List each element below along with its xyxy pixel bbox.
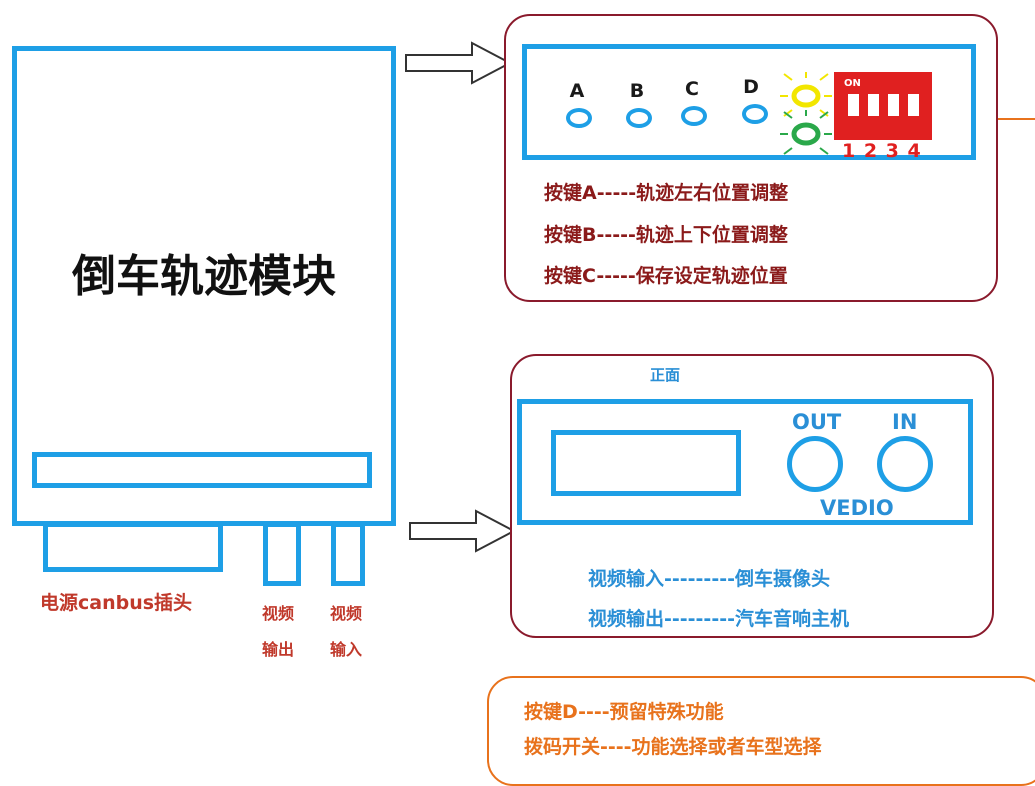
in-jack[interactable]: [877, 436, 933, 492]
notes-panel: [487, 676, 1035, 786]
arrow-top-icon: [405, 41, 513, 85]
key-d-note: 按键D----预留特殊功能: [524, 701, 724, 723]
power-connector: [43, 522, 223, 572]
key-b-label: B: [629, 80, 645, 102]
green-led-icon: [780, 110, 832, 155]
key-a-button[interactable]: [566, 108, 592, 128]
module-body: [12, 46, 396, 526]
video-in-connector: [331, 522, 365, 586]
arrow-bottom-icon: [409, 509, 517, 553]
display-window: [551, 430, 741, 496]
video-in-description: 视频输入---------倒车摄像头: [588, 568, 830, 590]
video-in-label-line2: 输入: [330, 640, 363, 659]
out-label: OUT: [792, 410, 842, 434]
power-connector-label: 电源canbus插头: [40, 592, 193, 614]
vedio-label: VEDIO: [820, 496, 894, 520]
key-d-label: D: [743, 76, 759, 98]
video-out-label-line2: 输出: [262, 640, 295, 659]
key-c-button[interactable]: [681, 106, 707, 126]
dip-switch-2[interactable]: [868, 94, 879, 122]
dip-switch[interactable]: ON: [834, 72, 932, 140]
key-a-description: 按键A-----轨迹左右位置调整: [544, 182, 789, 204]
dip-switch-note: 拨码开关----功能选择或者车型选择: [524, 736, 822, 758]
key-a-label: A: [569, 80, 585, 102]
module-title: 倒车轨迹模块: [72, 251, 336, 302]
connector-line: [998, 118, 1035, 120]
key-d-button[interactable]: [742, 104, 768, 124]
dip-switch-numbers: 1 2 3 4: [842, 140, 922, 162]
key-c-label: C: [685, 78, 699, 100]
dip-switch-4[interactable]: [908, 94, 919, 122]
dip-switch-on-label: ON: [844, 78, 861, 89]
key-c-description: 按键C-----保存设定轨迹位置: [544, 265, 788, 287]
video-out-description: 视频输出---------汽车音响主机: [588, 608, 849, 630]
dip-switch-3[interactable]: [888, 94, 899, 122]
yellow-led-icon: [780, 72, 832, 117]
module-slot: [32, 452, 372, 488]
dip-switch-1[interactable]: [848, 94, 859, 122]
video-out-connector: [263, 522, 301, 586]
video-out-label-line1: 视频: [262, 604, 295, 623]
video-in-label-line1: 视频: [330, 604, 363, 623]
out-jack[interactable]: [787, 436, 843, 492]
front-panel-title: 正面: [650, 366, 681, 384]
key-b-button[interactable]: [626, 108, 652, 128]
in-label: IN: [892, 410, 918, 434]
key-b-description: 按键B-----轨迹上下位置调整: [544, 224, 788, 246]
